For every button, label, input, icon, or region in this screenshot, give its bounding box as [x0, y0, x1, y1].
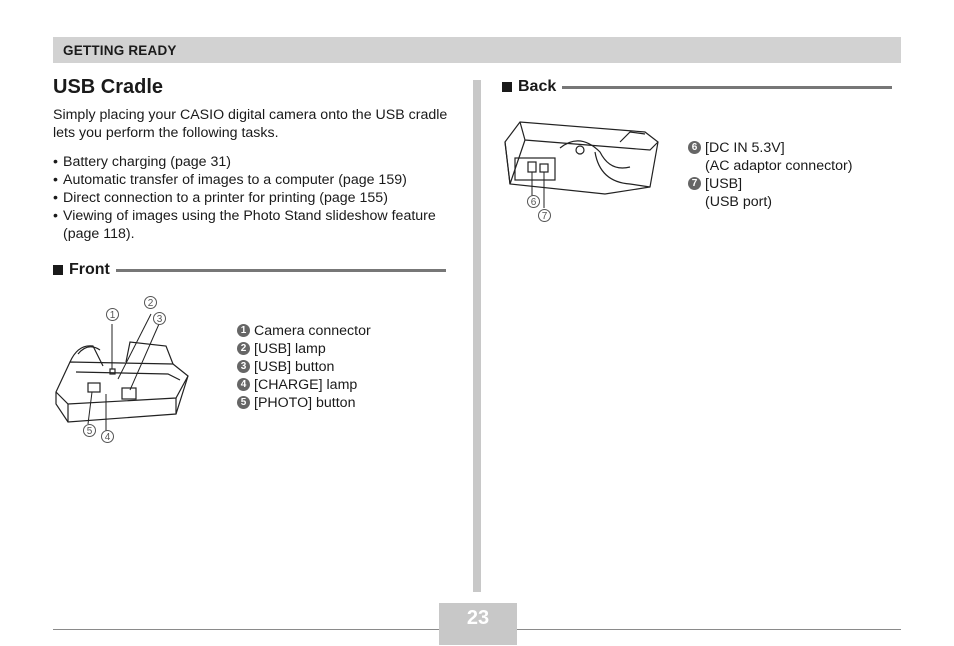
front-legend: 1 Camera connector 2 [USB] lamp 3 [USB] but…	[237, 322, 371, 412]
page-number: 23	[466, 607, 490, 629]
item-number: 6	[688, 141, 701, 154]
item-label: Camera connector	[254, 323, 371, 339]
item-sublabel: (USB port)	[705, 194, 773, 210]
square-bullet-icon	[502, 82, 512, 92]
item-label: [PHOTO] button	[254, 395, 356, 411]
list-item: 1 Camera connector	[237, 322, 371, 340]
callout-4: 4	[101, 430, 114, 443]
list-item: Direct connection to a printer for print…	[53, 189, 453, 207]
cradle-back-illustration: 6 7	[500, 112, 665, 227]
item-number: 3	[237, 360, 250, 373]
square-bullet-icon	[53, 265, 63, 275]
list-item: 5 [PHOTO] button	[237, 394, 371, 412]
back-heading-text: Back	[518, 78, 557, 95]
cradle-back-icon	[504, 121, 659, 208]
list-item: Battery charging (page 31)	[53, 153, 453, 171]
list-item: 4 [CHARGE] lamp	[237, 376, 371, 394]
section-header-bar: GETTING READY	[53, 37, 901, 63]
list-item: Viewing of images using the Photo Stand …	[53, 207, 453, 243]
front-heading: Front	[53, 261, 446, 279]
item-label: [USB]	[705, 176, 743, 192]
item-number: 4	[237, 378, 250, 391]
item-number: 7	[688, 177, 701, 190]
cradle-front-illustration: 1 2 3 4 5	[48, 294, 198, 446]
heading-rule	[562, 85, 893, 89]
callout-3: 3	[153, 312, 166, 325]
back-heading: Back	[502, 78, 893, 96]
item-label: [USB] button	[254, 359, 335, 375]
intro-paragraph: Simply placing your CASIO digital camera…	[53, 107, 448, 141]
task-list: Battery charging (page 31) Automatic tra…	[53, 153, 453, 243]
item-sublabel: (AC adaptor connector)	[705, 158, 853, 174]
callout-7: 7	[538, 209, 551, 222]
front-heading-text: Front	[69, 261, 110, 278]
page-number-box: 23	[439, 603, 517, 645]
list-item: 2 [USB] lamp	[237, 340, 371, 358]
callout-6: 6	[527, 195, 540, 208]
item-label: [USB] lamp	[254, 341, 326, 357]
callout-2: 2	[144, 296, 157, 309]
item-label: [CHARGE] lamp	[254, 377, 358, 393]
cradle-front-icon	[55, 313, 189, 432]
heading-rule	[115, 268, 446, 272]
callout-1: 1	[106, 308, 119, 321]
item-number: 1	[237, 324, 250, 337]
list-item: 6 [DC IN 5.3V] (AC adaptor connector)	[688, 139, 852, 175]
list-item: 7 [USB] (USB port)	[688, 175, 852, 211]
back-legend: 6 [DC IN 5.3V] (AC adaptor connector) 7 […	[688, 139, 852, 211]
item-number: 2	[237, 342, 250, 355]
item-label: [DC IN 5.3V]	[705, 140, 785, 156]
item-number: 5	[237, 396, 250, 409]
column-divider	[473, 80, 481, 592]
list-item: 3 [USB] button	[237, 358, 371, 376]
callout-5: 5	[83, 424, 96, 437]
section-label: GETTING READY	[63, 43, 177, 58]
list-item: Automatic transfer of images to a comput…	[53, 171, 453, 189]
page-title: USB Cradle	[53, 76, 164, 98]
